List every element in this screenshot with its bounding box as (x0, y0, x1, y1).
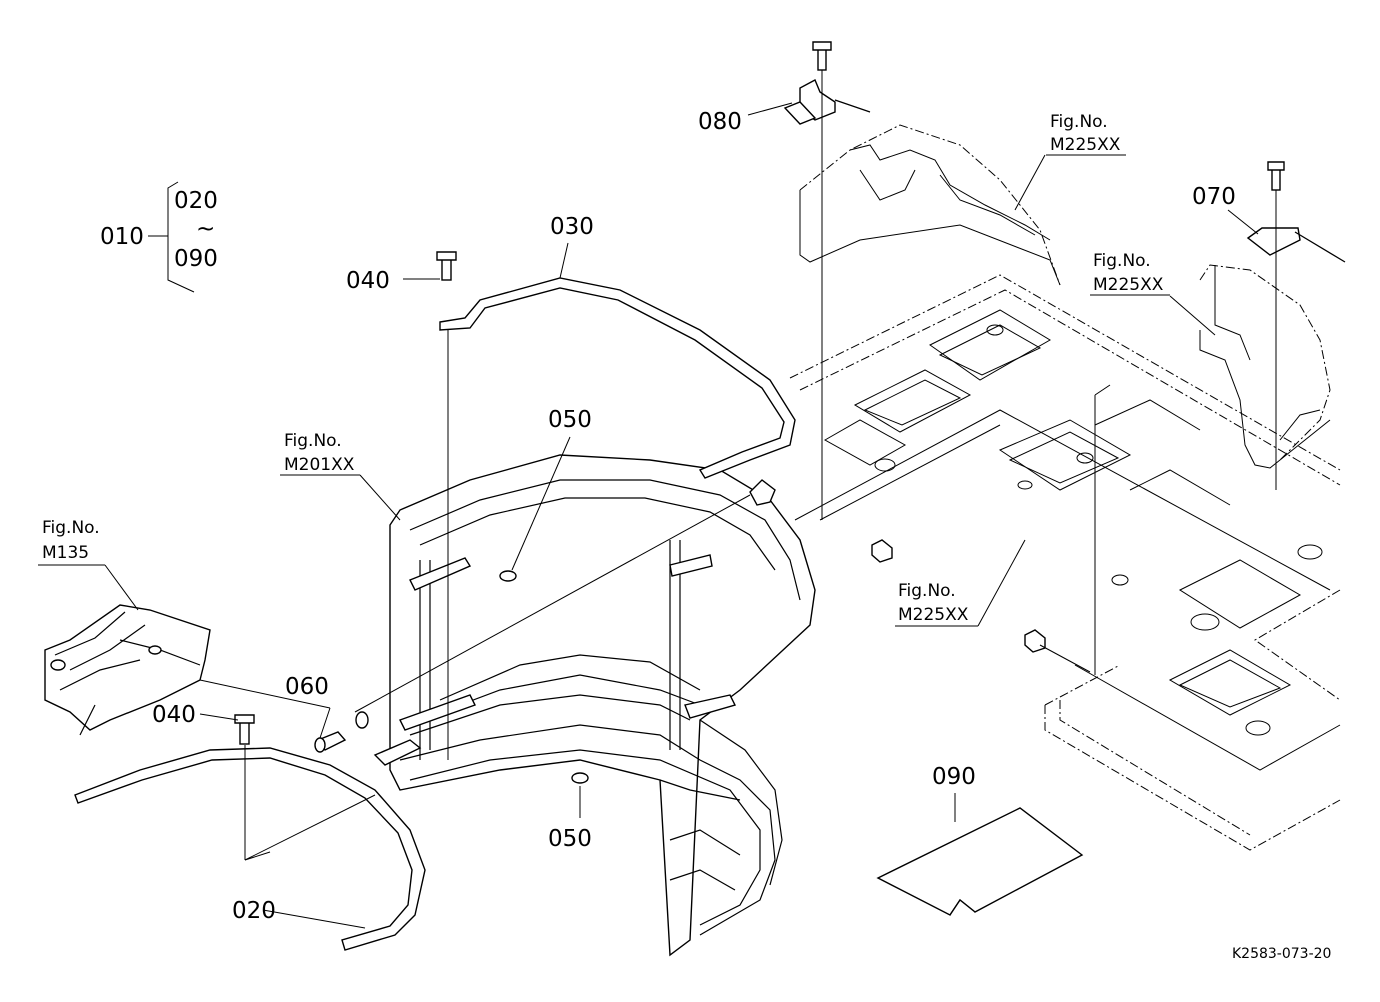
fig-ref-code: M135 (42, 543, 89, 563)
fig-ref-prefix: Fig.No. (898, 581, 956, 601)
floor-plate (789, 274, 1341, 851)
callout-020: 020 (232, 898, 276, 924)
fig-ref-code: M201XX (284, 455, 355, 475)
callout-060: 060 (285, 674, 329, 700)
callout-range-separator: ~ (196, 216, 215, 242)
callout-050-top: 050 (548, 407, 592, 433)
center-cover (799, 124, 1061, 286)
callout-090: 090 (932, 764, 976, 790)
right-side-panel (1199, 264, 1331, 469)
callout-090-range: 090 (174, 246, 218, 272)
decal-sheet-090 (876, 807, 1084, 916)
callout-080: 080 (698, 109, 742, 135)
bracket-080 (783, 41, 871, 520)
fig-ref-m225-top: Fig.No. M225XX (1046, 112, 1126, 156)
fig-ref-m225-floor: Fig.No. M225XX (895, 581, 978, 627)
callout-040-top: 040 (346, 268, 390, 294)
callout-070: 070 (1192, 184, 1236, 210)
callout-040-bottom: 040 (152, 702, 196, 728)
fig-ref-prefix: Fig.No. (1050, 112, 1108, 132)
fig-ref-code: M225XX (1050, 135, 1121, 155)
bar-020 (74, 714, 426, 951)
bracket-070 (1246, 161, 1346, 490)
fig-ref-prefix: Fig.No. (1093, 251, 1151, 271)
hood-body (314, 454, 816, 957)
callout-020-range: 020 (174, 188, 218, 214)
fig-ref-prefix: Fig.No. (42, 518, 100, 538)
fig-ref-code: M225XX (1093, 275, 1164, 295)
fig-ref-m135: Fig.No. M135 (38, 518, 105, 566)
fig-ref-code: M225XX (898, 605, 969, 625)
bar-030 (436, 251, 796, 760)
fig-ref-m225-right: Fig.No. M225XX (1090, 251, 1170, 296)
left-frame (44, 604, 211, 736)
leader-lines (104, 102, 1259, 929)
callout-labels: 010 020 ~ 090 030 040 050 080 070 040 06… (100, 109, 1236, 924)
callout-030: 030 (550, 214, 594, 240)
fig-ref-prefix: Fig.No. (284, 431, 342, 451)
callout-050-bottom: 050 (548, 826, 592, 852)
drawing-id: K2583-073-20 (1232, 946, 1331, 962)
callout-010: 010 (100, 224, 144, 250)
fig-ref-m201: Fig.No. M201XX (280, 431, 360, 476)
